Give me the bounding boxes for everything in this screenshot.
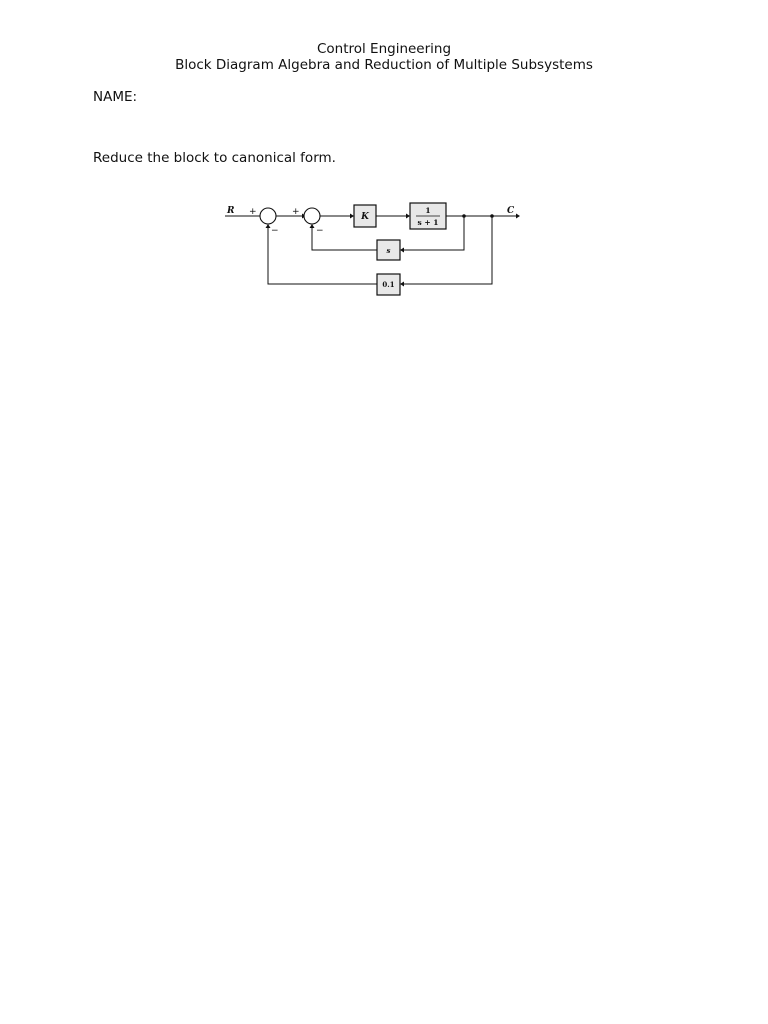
topic-title: Block Diagram Algebra and Reduction of M…: [175, 57, 593, 73]
input-arrow: [260, 213, 264, 219]
inner-feedback-block: [376, 239, 401, 261]
sj1-minus-sign: −: [271, 226, 279, 236]
document-header: Control Engineering Block Diagram Algebr…: [0, 41, 768, 73]
sj2-feedback-arrow: [309, 224, 315, 228]
inner-feedback-wire-right: [404, 216, 465, 251]
outer-feedback-arrow-in: [400, 281, 404, 287]
outer-feedback-wire-left: [267, 228, 377, 285]
gain-input-arrow: [350, 213, 354, 219]
summing-junction-1: [259, 207, 277, 225]
plant-block: [409, 202, 447, 230]
name-label: NAME:: [93, 89, 138, 105]
plant-input-arrow: [406, 213, 410, 219]
sj2-plus-sign: +: [292, 207, 300, 217]
outer-feedback-wire-right: [404, 216, 493, 285]
plant-denominator: s + 1: [418, 218, 439, 227]
outer-feedback-label: 0.1: [382, 280, 394, 289]
plant-numerator: 1: [425, 206, 430, 215]
course-title: Control Engineering: [316, 41, 452, 57]
inner-takeoff-point: [462, 214, 466, 218]
inner-feedback-wire-left: [311, 228, 377, 251]
sj1-feedback-arrow: [265, 224, 271, 228]
outer-feedback-block: [376, 273, 401, 296]
sj2-minus-sign: −: [316, 226, 324, 236]
inner-feedback-label: s: [387, 246, 391, 255]
sj1-plus-sign: +: [249, 207, 257, 217]
input-label: R: [226, 206, 235, 216]
gain-block-label: K: [360, 212, 370, 222]
summing-junction-2: [303, 207, 321, 225]
output-label: C: [507, 206, 515, 216]
gain-block: [353, 204, 377, 228]
output-arrow: [516, 213, 520, 219]
outer-takeoff-point: [490, 214, 494, 218]
inner-feedback-arrow-in: [400, 247, 404, 253]
sj2-input-arrow: [302, 213, 306, 219]
question-text: Reduce the block to canonical form.: [93, 150, 336, 166]
